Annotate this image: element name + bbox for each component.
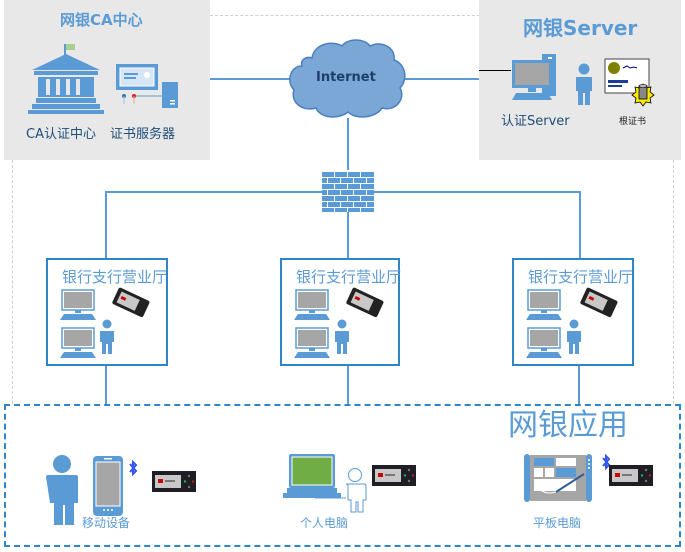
link-branch-3-to-apps (578, 366, 580, 404)
ca-center-title: 网银CA中心 (60, 11, 143, 29)
branch-office-1: 银行支行营业厅 (46, 258, 168, 366)
internet-cloud-icon (289, 39, 406, 118)
link-to-branch-1 (105, 191, 107, 258)
certificate-server-icon (116, 64, 178, 108)
mobile-device-label: 移动设备 (82, 516, 131, 530)
smartphone-icon (93, 456, 123, 516)
bluetooth-icon (129, 459, 138, 477)
branch-office-label: 银行支行营业厅 (62, 268, 168, 286)
branch-1-devices-icon (60, 287, 150, 358)
person-icon (576, 63, 592, 105)
security-token-icon (609, 465, 653, 486)
link-firewall-left (105, 191, 322, 193)
laptop-icon (283, 454, 341, 498)
link-to-branch-2 (347, 212, 349, 258)
branch-3-devices-icon (526, 287, 618, 358)
personal-computer-label: 个人电脑 (300, 516, 349, 530)
tablet-label: 平板电脑 (533, 516, 582, 530)
link-branch-1-to-apps (105, 366, 107, 404)
firewall-icon (322, 172, 374, 212)
auth-server-computer-icon (512, 54, 556, 100)
link-firewall-right (374, 191, 581, 193)
guide-top (210, 15, 480, 16)
security-token-icon (152, 471, 196, 492)
link-internet-to-firewall (347, 118, 349, 170)
terminal-computer-icon (60, 289, 96, 320)
apps-zone-title: 网银应用 (508, 408, 628, 443)
root-cert-label: 根证书 (619, 117, 647, 127)
link-internet-to-server (404, 78, 479, 80)
bank-building-icon (28, 44, 104, 114)
auth-server-label: 认证Server (501, 114, 570, 129)
branch-office-label: 银行支行营业厅 (528, 268, 634, 286)
ca-auth-center-label: CA认证中心 (26, 127, 96, 142)
guide-left (12, 160, 13, 404)
bank-server-panel: 网银Server 认证Server 根证书 (479, 0, 681, 160)
link-to-branch-3 (579, 191, 581, 258)
root-certificate-icon (604, 58, 655, 107)
branch-2-devices-icon (294, 287, 384, 358)
bluetooth-icon (602, 453, 611, 471)
online-banking-apps-zone (4, 404, 681, 547)
bank-server-title: 网银Server (523, 16, 638, 40)
link-ca-to-internet (210, 78, 292, 80)
security-token-icon (372, 465, 416, 486)
mobile-user-icon (46, 455, 78, 525)
user-outline-icon (315, 468, 367, 513)
tablet-icon (524, 454, 592, 502)
internet-label: Internet (316, 70, 376, 85)
link-server-internal (479, 70, 511, 71)
branch-office-label: 银行支行营业厅 (296, 268, 402, 286)
link-branch-2-to-apps (347, 366, 349, 404)
ca-center-panel: 网银CA中心 CA认证中心 证书服务器 (4, 0, 210, 160)
cert-server-label: 证书服务器 (110, 127, 176, 142)
guide-right (673, 160, 674, 404)
